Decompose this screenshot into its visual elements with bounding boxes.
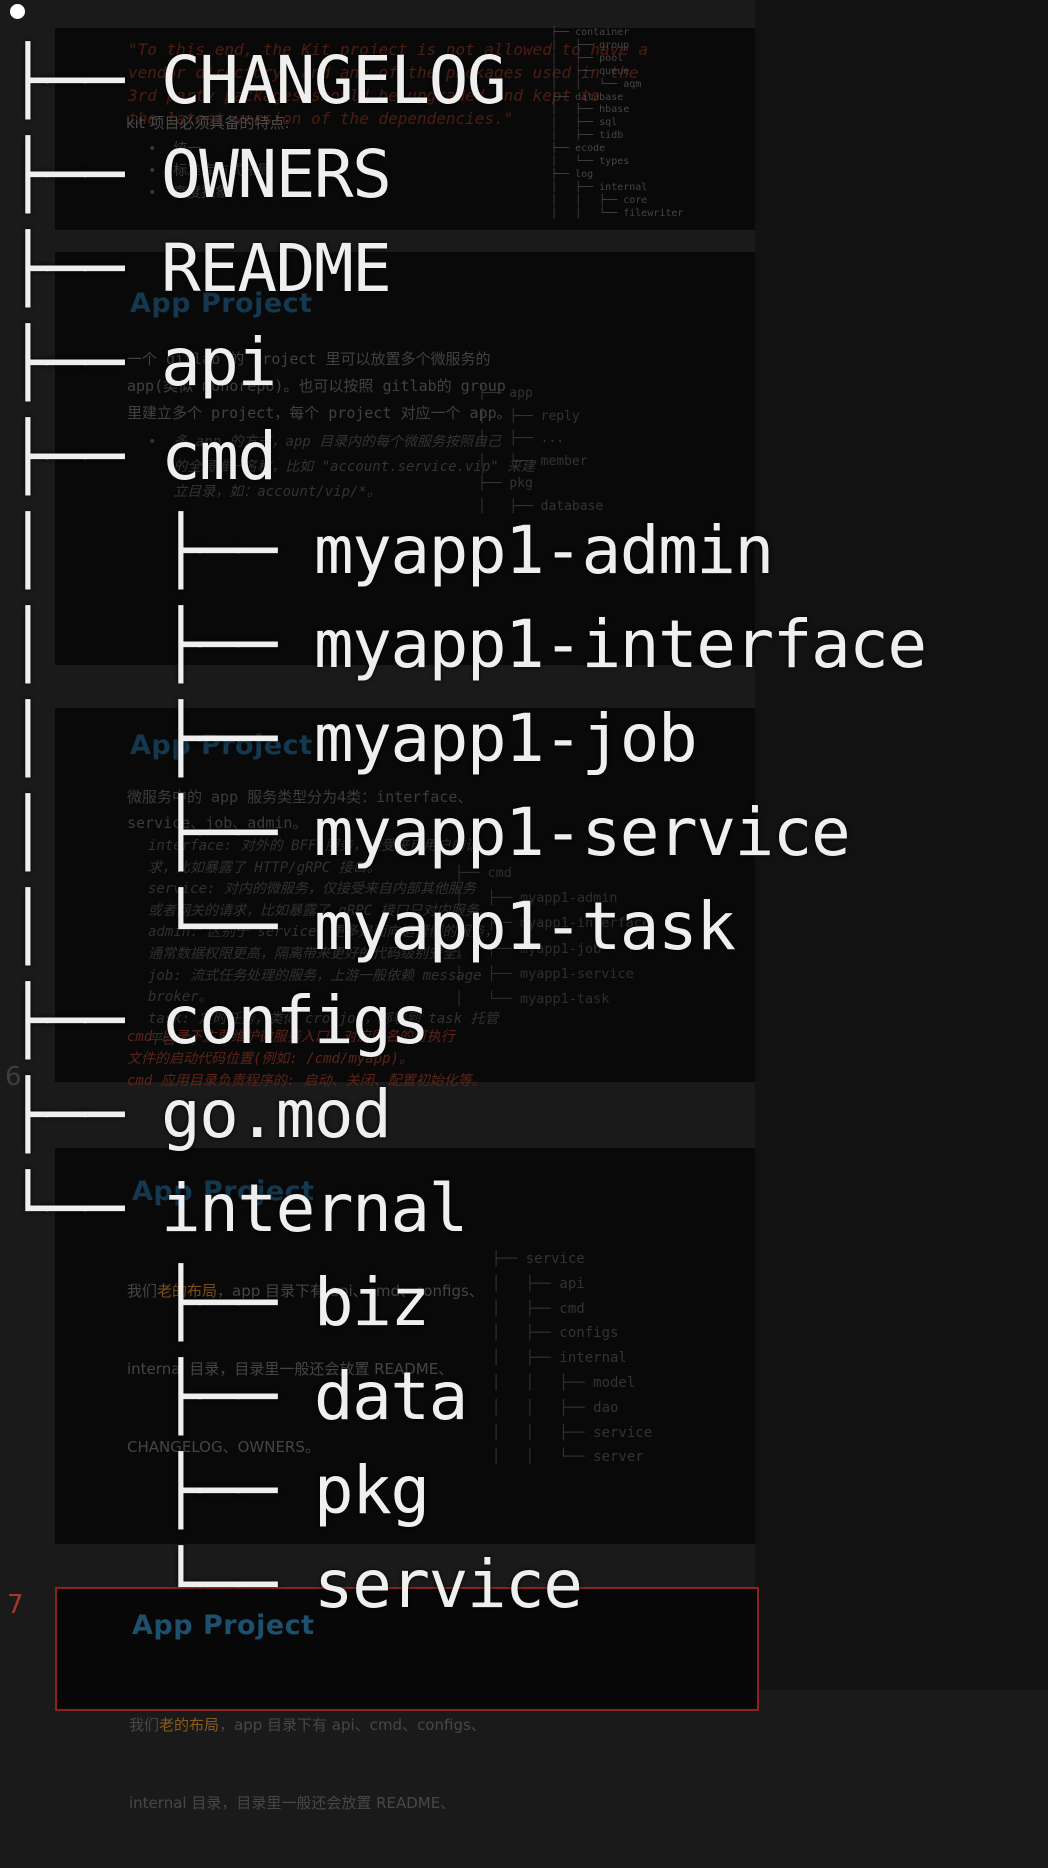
slide5-line1-post: ，app 目录下有 api、cmd、configs、 <box>219 1716 486 1734</box>
slide1-feature-bullets: • 统一 • 标准库方式布局 • 高度抽象 <box>148 141 272 201</box>
slide2-app-tree: ├── app │ ├── reply │ ├── ... │ └── memb… <box>478 386 604 514</box>
slide5-paragraph: 我们老的布局，app 目录下有 api、cmd、configs、 interna… <box>129 1660 486 1868</box>
slide-thumbnail-4 <box>55 1148 755 1544</box>
right-background-band <box>755 0 1048 1690</box>
slide3-cmd-notes: cmd 目录下主要维护微服务入口，对应同名的可执行 文件的启动代码位置(例如: … <box>127 1029 486 1089</box>
old-layout-highlight-bright: 老的布局 <box>159 1716 220 1734</box>
slide2-bullets: • 多 app 的方式，app 目录内的每个微服务按照自己 的全局唯一名称，比如… <box>148 434 536 500</box>
slide4-paragraph: 我们老的布局，app 目录下有 api、cmd、configs、 interna… <box>127 1226 484 1512</box>
slide4-paragraph-line-1: 我们老的布局，app 目录下有 api、cmd、configs、 <box>127 1278 484 1304</box>
slide5-paragraph-line-1: 我们老的布局，app 目录下有 api、cmd、configs、 <box>129 1712 486 1738</box>
slide4-paragraph-line-3: CHANGELOG、OWNERS。 <box>127 1438 320 1456</box>
slide1-kit-features-title: kit 项目必须具备的特点: <box>126 114 290 132</box>
slide4-line1-pre: 我们 <box>127 1282 158 1300</box>
presentation-canvas: "To this end, the Kit project is not all… <box>5 0 1048 1812</box>
slide3-heading: App Project <box>130 730 313 761</box>
slide4-page-number: 6 <box>5 1062 22 1092</box>
slide2-paragraph: 一个 gitlab 的 project 里可以放置多个微服务的 app(类似 m… <box>127 350 512 422</box>
slide4-heading: App Project <box>132 1176 315 1207</box>
slide5-line1-pre: 我们 <box>129 1716 160 1734</box>
slide4-service-tree: ├── service │ ├── api │ ├── cmd │ ├── co… <box>492 1251 653 1466</box>
old-layout-highlight: 老的布局 <box>157 1282 218 1300</box>
cursor-dot <box>10 4 25 19</box>
slide3-cmd-tree: ├── cmd │ ├── myapp1-admin │ ├── myapp1-… <box>455 865 651 1008</box>
slide4-paragraph-line-2: internal 目录，目录里一般还会放置 README、 <box>127 1360 454 1378</box>
slide3-service-type-bullets: interface: 对外的 BFF 服务，接受来自用户的请 求，比如暴露了 H… <box>148 838 499 1049</box>
slide3-paragraph: 微服务中的 app 服务类型分为4类：interface、 service、jo… <box>127 788 473 832</box>
slide1-package-tree: ├── container │ ├── group │ ├── pool │ ├… <box>551 27 684 219</box>
slide-thumbnail-2 <box>55 252 755 665</box>
slide4-line1-post: ，app 目录下有 api、cmd、configs、 <box>217 1282 484 1300</box>
slide2-heading: App Project <box>130 288 313 319</box>
directory-tree-overlay: ├── CHANGELOG ├── OWNERS ├── README ├── … <box>8 42 927 1623</box>
slide5-page-number: 7 <box>7 1590 24 1620</box>
slide1-quote-text: "To this end, the Kit project is not all… <box>128 40 649 128</box>
slide5-heading: App Project <box>132 1610 315 1641</box>
slide-thumbnail-1 <box>55 28 755 230</box>
slide5-paragraph-line-2: internal 目录，目录里一般还会放置 README、 <box>129 1794 456 1812</box>
slide-thumbnail-3 <box>55 708 755 1082</box>
